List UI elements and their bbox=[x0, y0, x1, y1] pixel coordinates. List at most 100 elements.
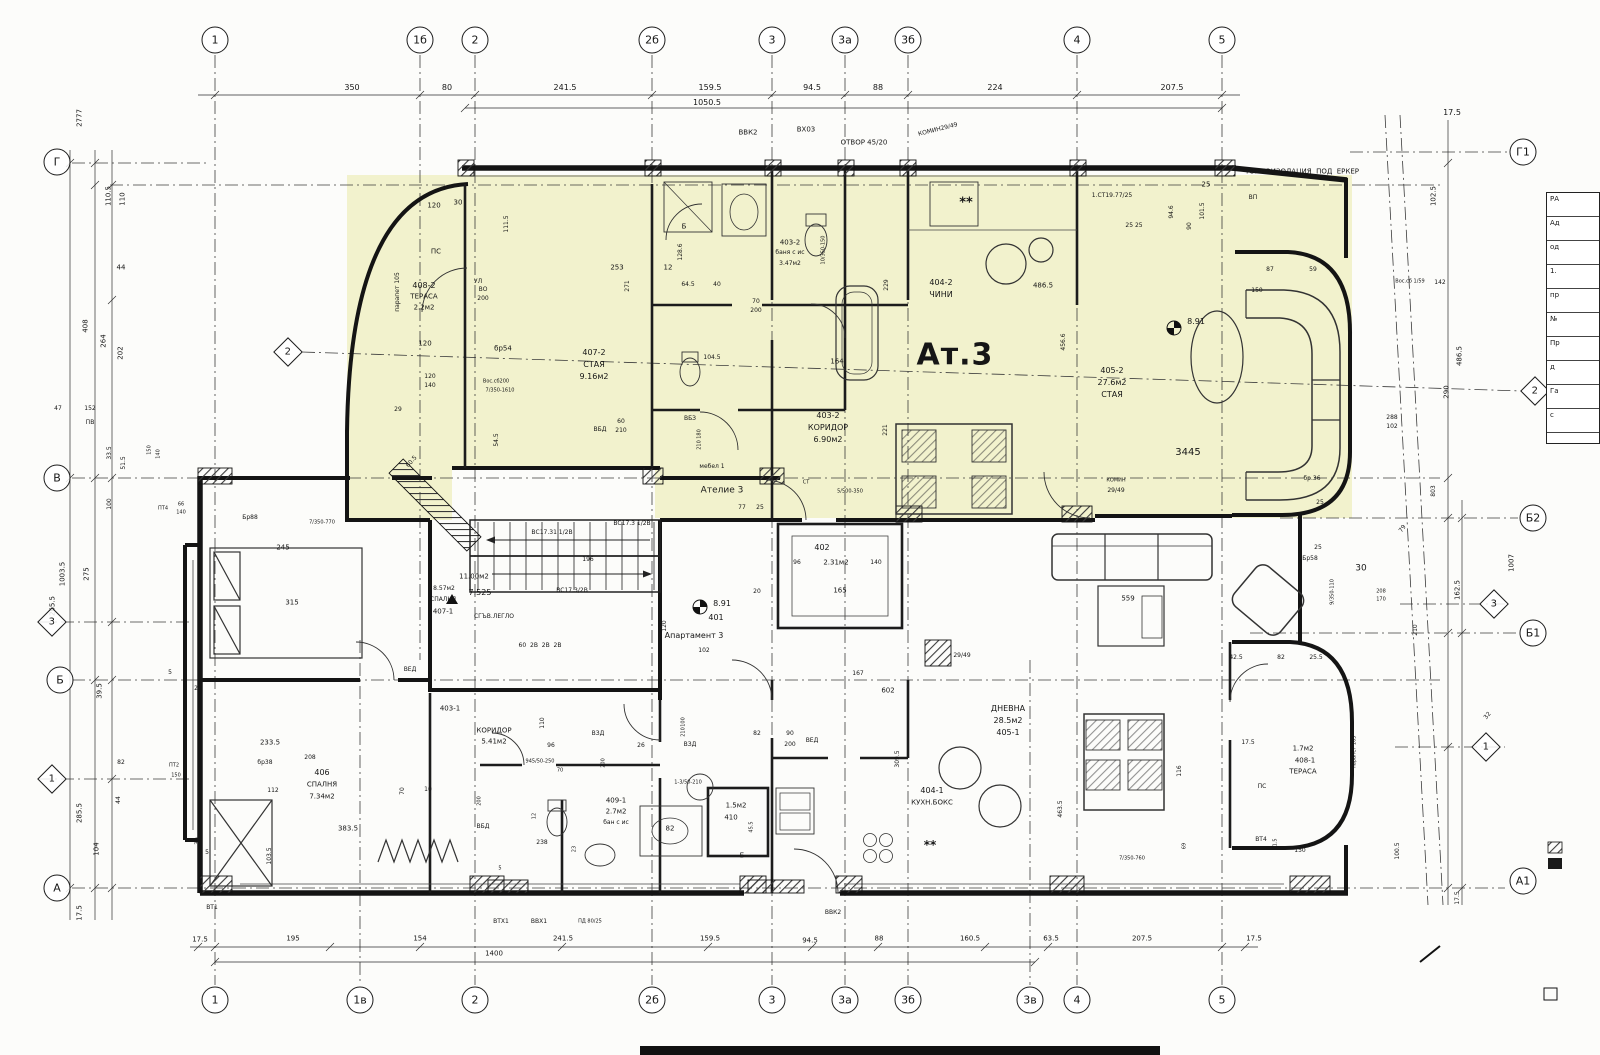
plan-label: 88 bbox=[874, 934, 884, 943]
plan-label: 17.5 bbox=[1241, 739, 1255, 746]
plan-label: 150 bbox=[1294, 847, 1306, 854]
stair-arrow-icon bbox=[486, 536, 495, 544]
plan-label: ТЕРАСА bbox=[410, 292, 438, 301]
plan-label: 159.5 bbox=[699, 934, 721, 943]
plan-label: 104 bbox=[92, 842, 101, 856]
plan-label: 407-2 bbox=[582, 348, 606, 357]
plan-label: 110 bbox=[539, 717, 546, 729]
plan-label: 150 bbox=[171, 772, 181, 779]
plan-label: 154 bbox=[413, 934, 427, 943]
plan-label: Вос.сб200 bbox=[482, 378, 510, 385]
axis-bubble-1б: 1б bbox=[406, 26, 434, 54]
axis-bubble-А: А bbox=[43, 874, 71, 902]
plan-label: 2777 bbox=[75, 109, 84, 127]
plan-label: 196 bbox=[582, 556, 594, 563]
plan-label: ПД 80/25 bbox=[578, 918, 602, 925]
plan-label: 25 bbox=[1201, 180, 1211, 189]
chairs bbox=[901, 429, 1163, 791]
plan-label: бр38 bbox=[257, 759, 273, 766]
side-panel-row: од bbox=[1547, 241, 1599, 265]
plan-label: 7/350-760 bbox=[1119, 855, 1145, 862]
plan-label: 207.5 bbox=[1160, 83, 1184, 92]
plan-label: ПТ4 bbox=[158, 505, 168, 512]
plan-label: 285.5 bbox=[75, 802, 84, 824]
plan-label: ВС17.3/2В bbox=[556, 587, 588, 594]
plan-label: 102 bbox=[1386, 423, 1398, 430]
plan-label: 100 bbox=[680, 717, 687, 727]
plan-label: 70 bbox=[556, 767, 564, 774]
plan-label: 25.5 bbox=[1309, 654, 1323, 661]
plan-label: 1003.5 bbox=[58, 561, 67, 587]
plan-label: 101.5 bbox=[1199, 202, 1206, 220]
axis-bubble-4: 4 bbox=[1063, 986, 1091, 1014]
side-panel-row: 1. bbox=[1547, 265, 1599, 289]
axis-bubble-Б: Б bbox=[46, 666, 74, 694]
plan-label: ВБЗ bbox=[683, 415, 697, 422]
axis-bubble-2б: 2б bbox=[638, 26, 666, 54]
plan-label: 350 bbox=[344, 83, 360, 92]
plan-label: 25 bbox=[1314, 544, 1322, 551]
highlight-region-at3 bbox=[347, 175, 1352, 520]
plan-label: 87 bbox=[1266, 266, 1274, 273]
plan-label: 402 bbox=[814, 543, 830, 552]
plan-label: 245 bbox=[276, 543, 290, 552]
plan-label: ВС17.3 1/2В bbox=[613, 520, 651, 527]
axis-bubble-5: 5 bbox=[1208, 986, 1236, 1014]
side-panel-row: пр bbox=[1547, 289, 1599, 313]
plan-label: 94.5 bbox=[803, 83, 821, 92]
axis-bubble-2: 2 bbox=[461, 26, 489, 54]
plan-label: ВЗД bbox=[683, 741, 697, 748]
axis-bubble-3а: 3а bbox=[831, 986, 859, 1014]
plan-label: бр54 bbox=[494, 344, 512, 353]
plan-label: 150 bbox=[146, 445, 153, 455]
plan-label: КУХН.БОКС bbox=[911, 798, 953, 807]
plan-label: 30 bbox=[194, 837, 201, 845]
plan-label: 102.5 bbox=[1429, 185, 1438, 207]
plan-label: 241.5 bbox=[552, 934, 574, 943]
plan-label: 88 bbox=[872, 83, 884, 92]
plan-label: 60 2В 2В 2В bbox=[518, 642, 562, 649]
structural-piers bbox=[197, 159, 1331, 894]
plan-label: КОРИДОР bbox=[476, 726, 512, 735]
plan-label: 486.5 bbox=[1455, 345, 1464, 367]
plan-label: 1-3/50-210 bbox=[674, 779, 702, 786]
stair-arrow-icon bbox=[643, 570, 652, 578]
plan-label: 30 bbox=[1355, 563, 1367, 574]
plan-label: 202 bbox=[116, 346, 125, 360]
plan-label: 140 bbox=[176, 509, 186, 516]
plan-label: баня с ис bbox=[775, 249, 805, 256]
plan-label: мебел 1 bbox=[699, 463, 725, 470]
plan-label: 456.6 bbox=[1060, 333, 1067, 351]
plan-label: 120 bbox=[661, 620, 668, 632]
plan-label: 405-2 bbox=[1100, 366, 1124, 375]
axis-bubble-3а: 3а bbox=[831, 26, 859, 54]
plan-label: 47 bbox=[54, 405, 62, 412]
plan-label: 69 bbox=[1181, 842, 1188, 850]
plan-label: 9.16м2 bbox=[579, 372, 609, 381]
plan-label: 70 bbox=[752, 298, 760, 305]
plan-label: 271 bbox=[624, 280, 631, 292]
axis-bubble-3: 3 bbox=[758, 986, 786, 1014]
plan-label: ВТХ1 bbox=[493, 918, 509, 925]
plan-label: СТАЯ bbox=[583, 360, 605, 369]
plan-label: 5.41м2 bbox=[481, 737, 507, 746]
plan-label: 140 bbox=[155, 449, 162, 459]
plan-label: 208 bbox=[1376, 588, 1386, 595]
plan-label: 5 bbox=[168, 669, 172, 676]
plan-label: 275 bbox=[82, 567, 91, 581]
plan-label: ** bbox=[959, 195, 973, 211]
plan-label: 70 bbox=[399, 787, 406, 795]
plan-label: 140 bbox=[870, 559, 882, 566]
axis-bubble-1в: 1в bbox=[346, 986, 374, 1014]
plan-label: ВБД bbox=[593, 426, 607, 433]
plan-label: 2.7м2 bbox=[605, 807, 627, 816]
plan-label: 162.5 bbox=[1453, 579, 1462, 601]
plan-label: 7/350-770 bbox=[309, 519, 335, 526]
plan-label: 82 bbox=[1277, 654, 1285, 661]
plan-label: 7/350-1610 bbox=[485, 387, 515, 394]
plan-label: 407-1 bbox=[432, 607, 454, 616]
door-swings bbox=[355, 203, 1269, 894]
plan-label: ВХ03 bbox=[796, 125, 816, 134]
